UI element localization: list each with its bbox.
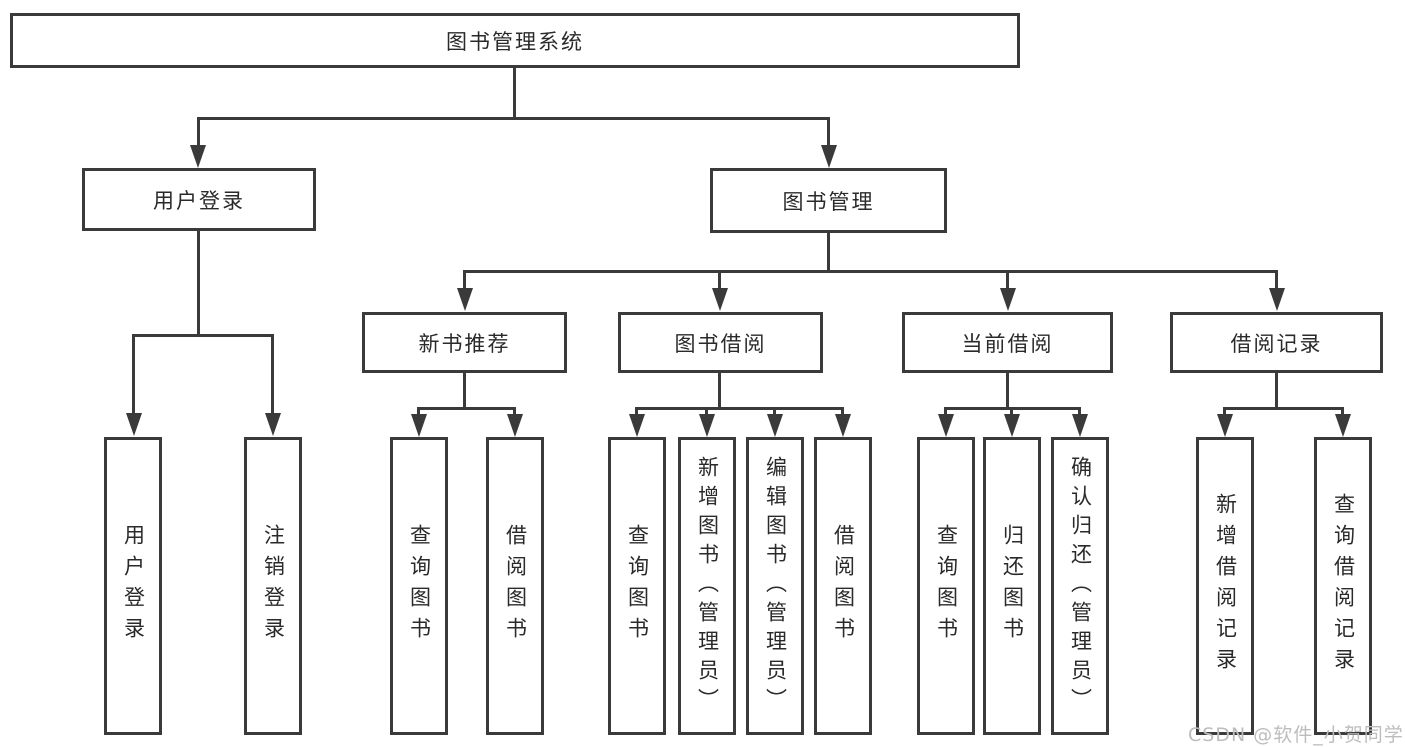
node-borrow-records: 借阅记录 [1170,312,1383,373]
leaf-edit-book-admin: 编辑图书（管理员） [746,437,804,735]
leaf-label: 借阅图书 [831,524,856,648]
node-book-borrow: 图书借阅 [618,312,823,373]
leaf-query-books-current: 查询图书 [917,437,975,735]
node-label: 图书管理系统 [446,29,584,54]
node-label: 借阅记录 [1230,331,1323,356]
connector-line [463,271,466,291]
connector-line [197,117,830,120]
connector-line [197,118,200,148]
leaf-confirm-return-admin: 确认归还（管理员） [1051,437,1109,735]
leaf-label: 归还图书 [1000,524,1025,648]
leaf-query-books-recommend: 查询图书 [390,437,448,735]
leaf-return-book: 归还图书 [983,437,1041,735]
leaf-user-login: 用户登录 [104,437,162,735]
connector-line [132,334,274,337]
node-library-management-system: 图书管理系统 [10,13,1020,68]
connector-line [718,271,721,291]
connector-arrowhead-down [265,413,281,436]
connector-line [1223,407,1344,410]
node-label: 用户登录 [153,188,245,213]
connector-line [635,407,844,410]
node-new-book-recommend: 新书推荐 [362,312,567,373]
leaf-query-borrow-record: 查询借阅记录 [1314,437,1372,735]
connector-line [463,373,466,409]
connector-arrowhead-down [629,414,645,437]
connector-arrowhead-down [126,413,142,436]
connector-arrowhead-down [1072,414,1088,437]
connector-line [513,68,516,120]
leaf-label: 编辑图书（管理员） [763,455,788,717]
node-label: 图书借阅 [674,331,767,356]
leaf-borrow-books: 借阅图书 [814,437,872,735]
leaf-query-books-borrow: 查询图书 [608,437,666,735]
connector-arrowhead-down [938,414,954,437]
leaf-label: 用户登录 [121,524,146,648]
node-current-borrow: 当前借阅 [902,312,1113,373]
connector-line [197,231,200,335]
node-label: 当前借阅 [961,331,1054,356]
leaf-borrow-books-recommend: 借阅图书 [486,437,544,735]
connector-arrowhead-down [411,414,427,437]
leaf-label: 新增图书（管理员） [695,455,720,717]
leaf-label: 注销登录 [261,524,286,648]
connector-line [1275,373,1278,409]
connector-arrowhead-down [835,414,851,437]
connector-arrowhead-down [821,145,837,168]
node-user-login: 用户登录 [82,168,316,231]
leaf-label: 查询图书 [407,524,432,648]
leaf-label: 查询图书 [625,524,650,648]
connector-line [827,233,830,273]
connector-line [463,270,1278,273]
connector-line [718,373,721,409]
connector-line [1006,271,1009,291]
connector-line [827,118,830,148]
watermark-text: CSDN @软件_小贺同学 [1188,724,1404,746]
leaf-label: 确认归还（管理员） [1068,455,1093,717]
connector-arrowhead-down [457,288,473,311]
connector-arrowhead-down [767,414,783,437]
connector-arrowhead-down [712,288,728,311]
leaf-add-book-admin: 新增图书（管理员） [678,437,736,735]
leaf-logout: 注销登录 [244,437,302,735]
node-label: 图书管理 [782,189,875,214]
leaf-label: 查询借阅记录 [1331,493,1356,679]
connector-arrowhead-down [1000,288,1016,311]
connector-arrowhead-down [507,414,523,437]
connector-line [132,335,135,415]
connector-line [1006,373,1009,409]
leaf-label: 借阅图书 [503,524,528,648]
connector-arrowhead-down [699,414,715,437]
connector-arrowhead-down [190,145,206,168]
connector-arrowhead-down [1217,414,1233,437]
connector-line [1275,271,1278,291]
node-book-management: 图书管理 [710,168,947,233]
connector-line [417,407,516,410]
leaf-label: 查询图书 [934,524,959,648]
connector-arrowhead-down [1335,414,1351,437]
connector-arrowhead-down [1269,288,1285,311]
leaf-label: 新增借阅记录 [1213,493,1238,679]
leaf-add-borrow-record: 新增借阅记录 [1196,437,1254,735]
connector-arrowhead-down [1004,414,1020,437]
connector-line [271,335,274,415]
node-label: 新书推荐 [418,331,511,356]
